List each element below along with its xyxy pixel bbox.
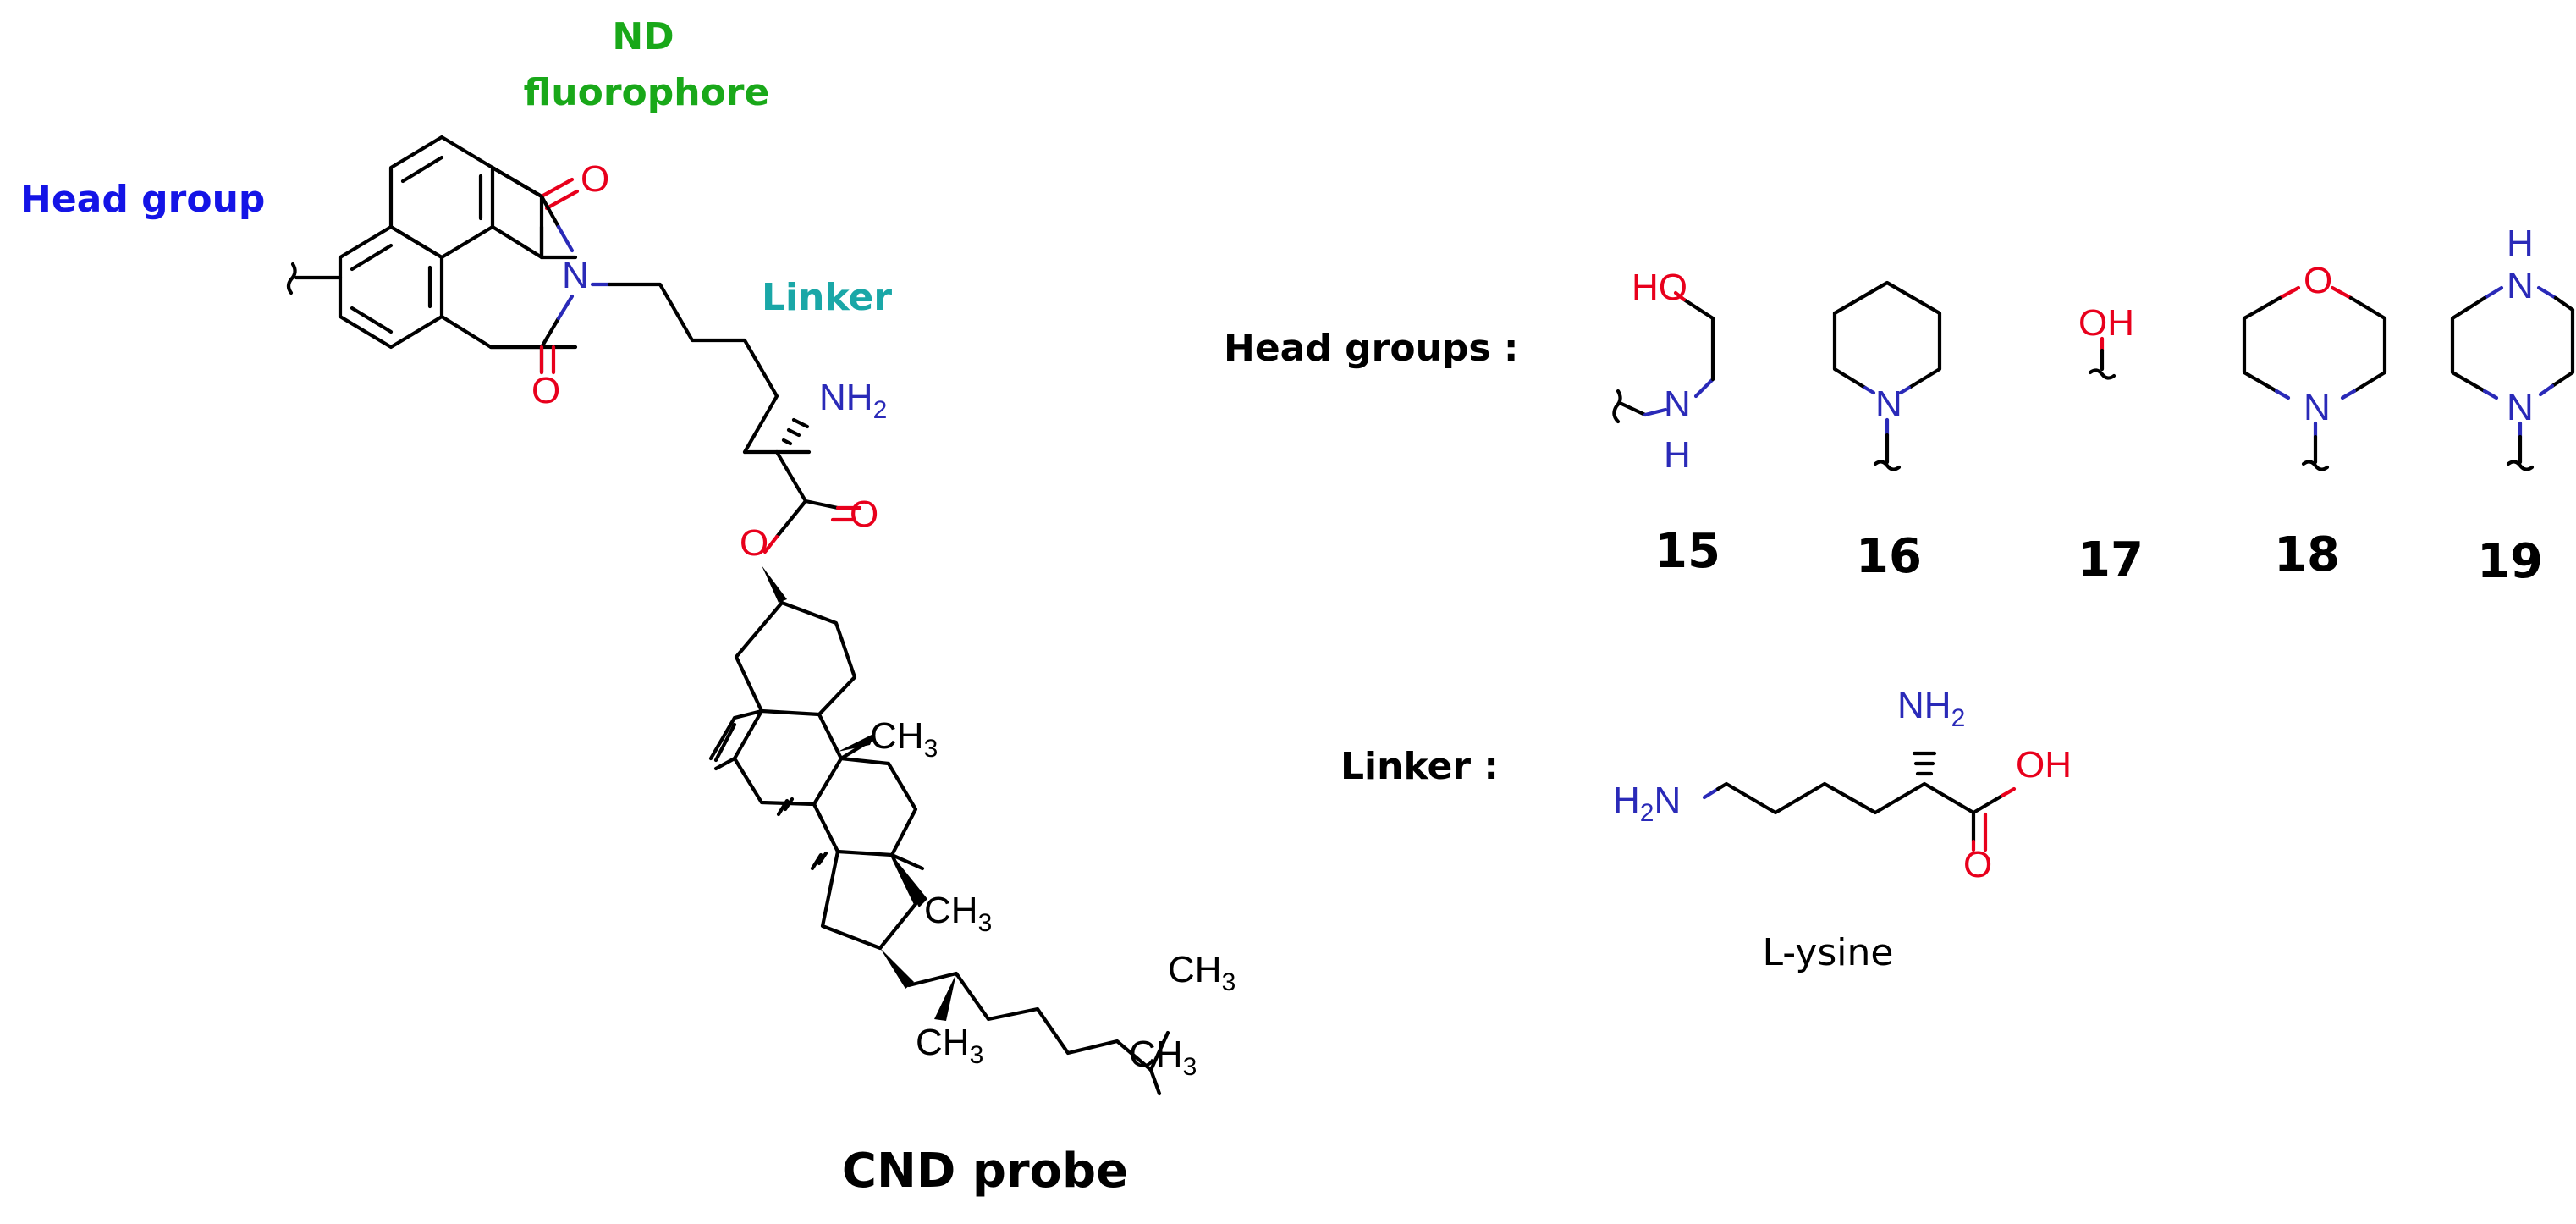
lysine-carbonyl-oxygen: O [1963,844,1992,885]
lysine-name: L-ysine [1763,931,1894,974]
head-group-17 [2088,336,2116,380]
head-group-label: Head group [20,178,265,221]
linker-chain [590,282,862,554]
head-group-18 [2242,285,2387,471]
head-group-16 [1832,280,1942,471]
imide-nitrogen: N [562,255,589,296]
probe-name: CND probe [842,1144,1128,1199]
linker-label: Linker [762,276,892,319]
methyl-c21: CH3 [916,1022,983,1069]
head-group-15 [1612,290,1715,424]
compound-number-19: 19 [2477,534,2543,589]
compound-number-18: 18 [2274,527,2340,582]
hg19-nh-hydrogen: H [2507,223,2534,264]
head-attachment [286,262,343,295]
hg16-nitrogen: N [1875,383,1902,425]
methyl-c27: CH3 [1129,1034,1197,1081]
linker-title: Linker : [1340,745,1499,788]
hg18-nitrogen: N [2304,387,2331,428]
ester-carbonyl-oxygen: O [850,493,878,535]
imide-bonds [488,165,580,375]
hg17-hydroxyl: OH [2078,302,2134,344]
hg18-oxygen: O [2304,260,2332,301]
lysine-alpha-amine: NH2 [1897,685,1965,732]
hg19-nitrogen-top: N [2507,265,2534,306]
imide-oxygen-bottom: O [531,370,560,411]
compound-number-15: 15 [1654,524,1720,579]
nd-fluorophore-label-line2: fluorophore [524,71,770,114]
wedge-bond [762,565,787,603]
compound-number-17: 17 [2078,532,2144,587]
nd-fluorophore-label-line1: ND [612,15,674,58]
naphthalimide-core [338,135,578,375]
hg19-nitrogen-bottom: N [2507,387,2534,428]
ester-oxygen: O [740,522,768,564]
imide-oxygen-top: O [581,158,609,200]
hg15-hydroxyl: HO [1632,267,1687,308]
lysine-hydroxyl: OH [2016,744,2072,786]
hg15-nitrogen-h: H [1664,434,1691,476]
head-group-19 [2450,285,2575,471]
cholesterol-skeleton [708,565,1170,1096]
methyl-c26: CH3 [1168,949,1236,996]
compound-number-16: 16 [1856,529,1922,584]
methyl-c13: CH3 [924,890,992,937]
lysine-epsilon-amine: H2N [1613,780,1681,827]
hg15-nitrogen: N [1664,383,1691,425]
head-groups-title: Head groups : [1224,327,1519,370]
linker-amine: NH2 [819,377,887,424]
lysine-structure [1702,751,2017,852]
methyl-c10: CH3 [870,715,938,763]
